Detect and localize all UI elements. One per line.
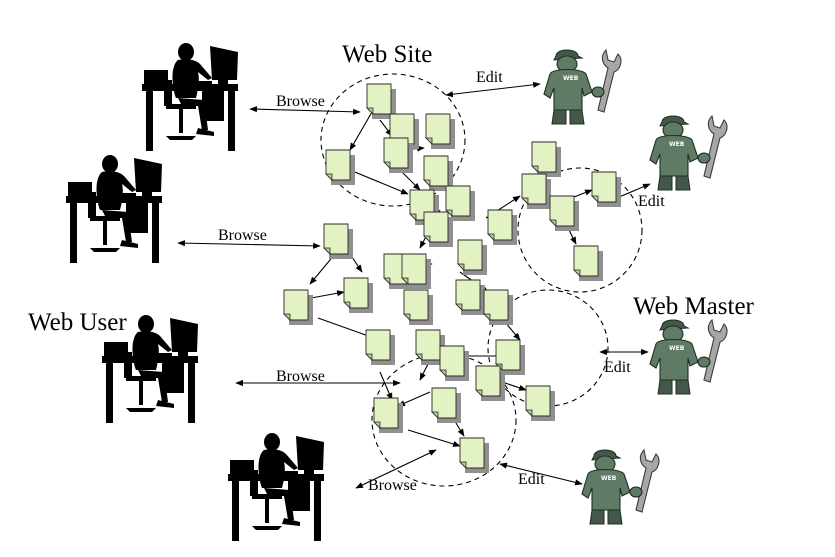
web-page — [445, 185, 476, 222]
edit-arrow — [445, 81, 541, 98]
edit-label: Edit — [518, 471, 545, 488]
page-link — [349, 169, 409, 195]
browse-label: Browse — [276, 368, 325, 385]
web-page — [423, 211, 454, 248]
web-master-badge: WEB — [669, 141, 685, 148]
browse-arrow — [355, 449, 437, 489]
web-master-badge: WEB — [669, 345, 685, 352]
web-user-figure — [142, 43, 238, 151]
zone-ellipse — [517, 167, 643, 293]
edit-arrow — [499, 462, 583, 486]
access-arrows — [177, 81, 651, 489]
web-page — [439, 345, 470, 382]
web-page — [483, 289, 514, 326]
page-link — [349, 111, 373, 151]
web-page — [591, 171, 622, 208]
web-master-badge: WEB — [563, 75, 579, 82]
web-page — [431, 387, 462, 424]
web-master-figure — [649, 115, 728, 191]
edit-label: Edit — [638, 193, 665, 210]
web-page — [459, 437, 490, 474]
web-page — [403, 289, 434, 326]
web-page — [343, 277, 374, 314]
web-page — [325, 149, 356, 186]
browse-label: Browse — [368, 477, 417, 494]
page-link — [407, 429, 461, 447]
web-page — [549, 195, 580, 232]
browse-arrow — [249, 106, 361, 115]
web-page — [487, 209, 518, 246]
web-page — [455, 279, 486, 316]
web-page — [573, 245, 604, 282]
web-page — [383, 137, 414, 174]
web-user-figure — [228, 433, 324, 541]
web-page — [323, 223, 354, 260]
zone-ellipse — [320, 73, 466, 207]
web-master-badge: WEB — [601, 475, 617, 482]
web-page — [457, 239, 488, 276]
browse-arrow — [177, 240, 321, 249]
web-page — [521, 173, 552, 210]
web-page — [283, 289, 314, 326]
web-master-figure — [649, 319, 728, 395]
web-site-label: Web Site — [342, 41, 432, 68]
edit-label: Edit — [476, 69, 503, 86]
web-page — [525, 385, 556, 422]
browse-label: Browse — [218, 227, 267, 244]
page-link — [317, 317, 375, 339]
web-master-label: Web Master — [633, 293, 755, 320]
web-page — [531, 141, 562, 178]
edit-label: Edit — [604, 359, 631, 376]
page-link — [397, 391, 431, 407]
browse-label: Browse — [276, 93, 325, 110]
web-user-label: Web User — [28, 309, 127, 336]
page-link — [379, 371, 393, 401]
web-page — [365, 329, 396, 366]
web-master-figure — [581, 449, 660, 525]
web-page — [373, 397, 404, 434]
page-link — [399, 169, 421, 191]
web-user-figure — [66, 155, 162, 263]
web-page — [475, 365, 506, 402]
web-page — [425, 113, 456, 150]
web-master-figure — [543, 49, 622, 125]
web-pages — [283, 83, 622, 474]
